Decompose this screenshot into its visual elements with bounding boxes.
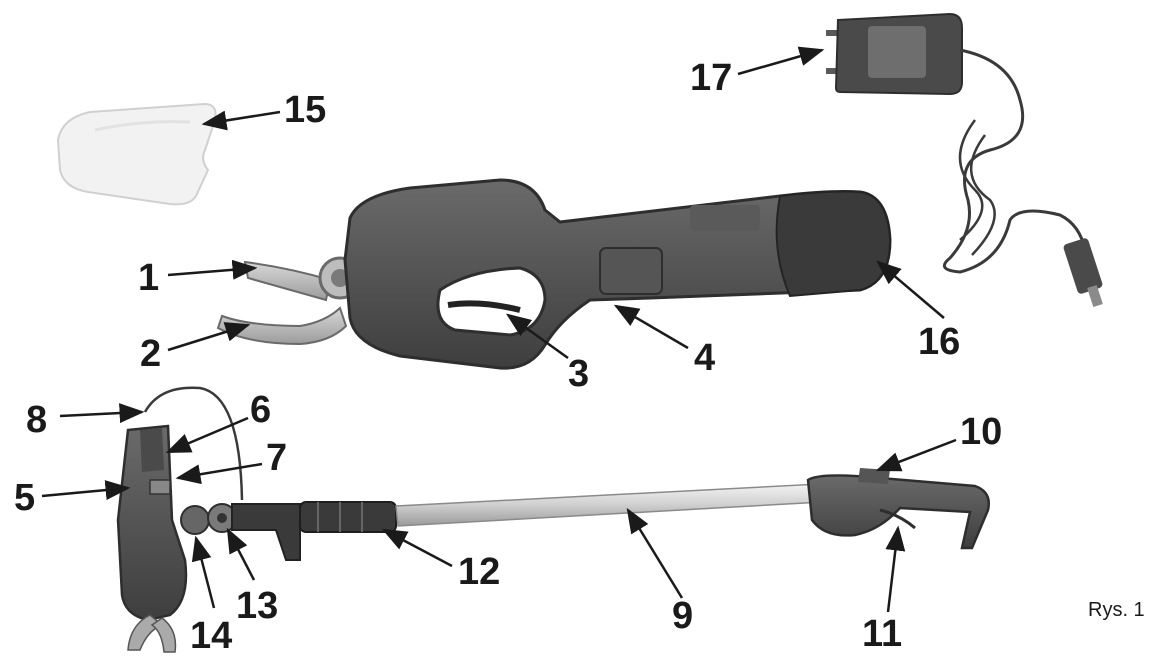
leader-line-7 bbox=[175, 462, 263, 485]
callout-17: 17 bbox=[690, 57, 732, 99]
callout-9: 9 bbox=[672, 595, 693, 637]
callout-16: 16 bbox=[918, 321, 960, 363]
callout-labels: 1 2 3 4 5 6 7 8 9 10 11 12 13 14 15 16 1… bbox=[14, 57, 1002, 657]
leader-line-2 bbox=[167, 322, 251, 352]
callout-6: 6 bbox=[250, 389, 271, 431]
leader-line-10 bbox=[875, 438, 957, 472]
callout-14: 14 bbox=[190, 615, 232, 657]
callout-10: 10 bbox=[960, 411, 1002, 453]
leader-line-16 bbox=[876, 260, 945, 319]
leader-line-12 bbox=[381, 528, 453, 568]
blade-cover-illustration bbox=[56, 102, 217, 206]
extension-pole-illustration bbox=[116, 386, 990, 653]
callout-8: 8 bbox=[26, 399, 47, 441]
callout-5: 5 bbox=[14, 477, 35, 519]
pruning-shears-illustration bbox=[216, 178, 892, 370]
leader-line-13 bbox=[226, 527, 256, 581]
callout-7: 7 bbox=[266, 437, 287, 479]
leader-line-8 bbox=[59, 403, 145, 424]
charger-illustration bbox=[826, 12, 1103, 308]
callout-2: 2 bbox=[140, 333, 161, 375]
leader-line-15 bbox=[201, 110, 281, 131]
callout-13: 13 bbox=[236, 585, 278, 627]
figure-caption: Rys. 1 bbox=[1088, 599, 1145, 621]
leader-line-11 bbox=[885, 525, 906, 613]
leader-lines bbox=[41, 46, 957, 613]
leader-line-14 bbox=[191, 535, 216, 609]
callout-1: 1 bbox=[138, 257, 159, 299]
callout-12: 12 bbox=[458, 551, 500, 593]
leader-line-6 bbox=[165, 416, 249, 454]
leader-line-5 bbox=[41, 480, 131, 501]
callout-11: 11 bbox=[862, 613, 902, 655]
callout-3: 3 bbox=[568, 353, 589, 395]
leader-line-3 bbox=[505, 313, 569, 360]
leader-line-9 bbox=[626, 507, 684, 599]
callout-4: 4 bbox=[694, 337, 715, 379]
leader-line-4 bbox=[613, 304, 689, 350]
leader-line-17 bbox=[737, 46, 825, 76]
leader-line-1 bbox=[167, 259, 258, 280]
callout-15: 15 bbox=[284, 89, 326, 131]
